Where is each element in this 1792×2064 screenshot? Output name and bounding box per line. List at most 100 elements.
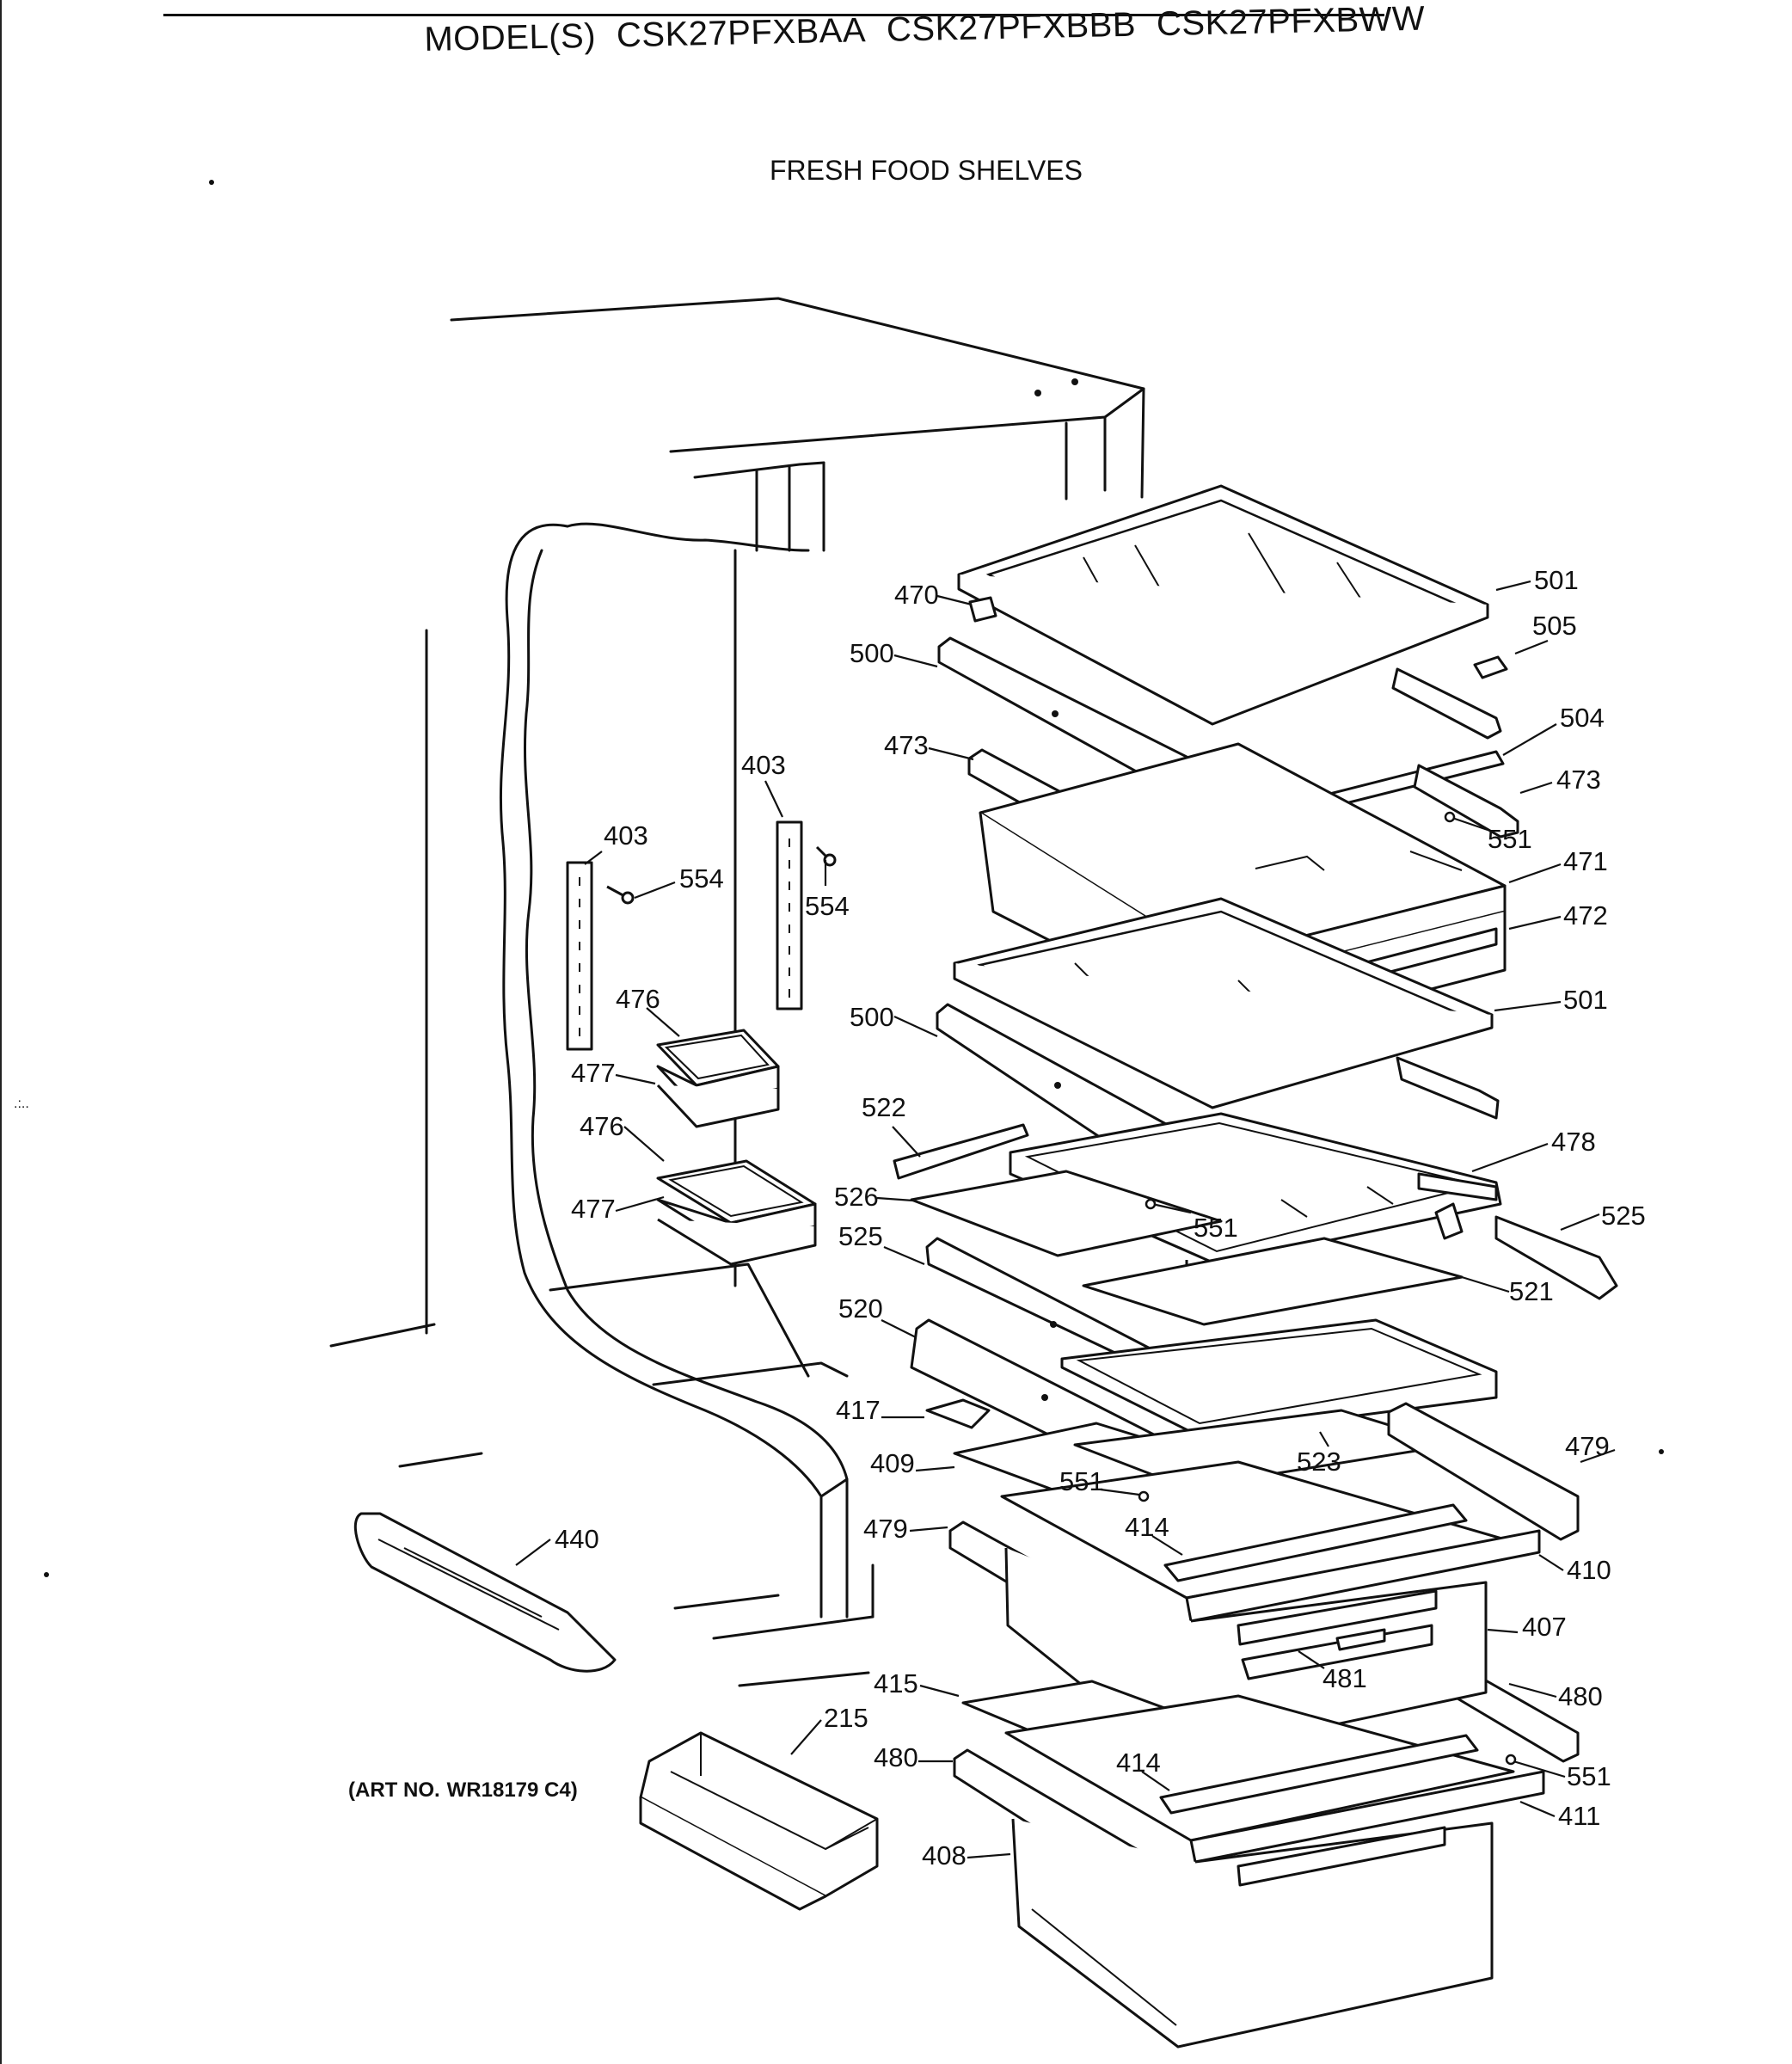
callout-label: 471 [1563,846,1608,876]
callout-label: 551 [1488,824,1532,854]
callout: 551 [1505,1754,1611,1791]
callout-label: 522 [862,1092,906,1122]
callout: 501 [1494,985,1608,1015]
scan-specks: .:.. [14,180,1664,1577]
callout-label: 473 [1556,765,1601,795]
callout: 477 [571,1058,656,1088]
callout: 522 [862,1092,921,1158]
callout-label: 481 [1323,1663,1367,1693]
callout: 523 [1297,1431,1341,1477]
callout: 478 [1471,1127,1596,1173]
shelf-end-cap-505 [1473,655,1508,679]
callout-label: 408 [922,1840,967,1870]
callout-label: 476 [580,1111,624,1141]
callout-label: 554 [679,863,724,894]
callout-label: 417 [836,1395,881,1425]
snack-pan-lower [656,1159,817,1266]
callout-label: 479 [863,1514,908,1544]
callout-label: 410 [1567,1555,1611,1585]
callout-label: 525 [838,1221,883,1251]
glass-shelf-top [957,484,1489,726]
callout-label: 403 [741,750,786,780]
callout: 520 [838,1293,917,1338]
glass-panel-521 [1082,1237,1464,1326]
callout-label: 414 [1125,1512,1169,1542]
callout-label: 505 [1532,611,1577,641]
callout-label: 551 [1194,1213,1238,1243]
callout-label: 215 [824,1703,868,1733]
callout: 473 [1519,765,1601,795]
section-title: FRESH FOOD SHELVES [770,155,1083,186]
shelf-ladder-left [566,861,593,1051]
callout-label: 500 [850,638,894,668]
humidity-control-481 [1335,1628,1386,1651]
callout-label: 407 [1522,1612,1567,1642]
callout-label: 409 [870,1448,915,1478]
callout: 440 [515,1524,599,1566]
callout: 554 [634,863,724,900]
callout: 403 [584,820,648,865]
callout: 411 [1519,1800,1600,1831]
shelf-bracket-470 [968,596,997,623]
callout: 551 [1444,811,1532,854]
callout: 521 [1461,1275,1554,1306]
glass-shelf-middle [953,897,1494,1109]
callout-label: 551 [1567,1761,1611,1791]
callout-label: 480 [1558,1681,1603,1711]
callout: 473 [884,730,974,761]
door-bin-440 [353,1512,617,1673]
callout: 472 [1508,900,1608,931]
callout: 526 [834,1182,914,1212]
callout-label: 551 [1059,1466,1104,1496]
callout-label: 476 [616,984,660,1014]
callout: 476 [616,984,680,1037]
callout-label: 520 [838,1293,883,1324]
callout: 414 [1125,1512,1183,1556]
callout: 525 [838,1221,925,1266]
callout: 481 [1298,1650,1367,1693]
page-left-border [0,0,2,2064]
callout-label: 526 [834,1182,879,1212]
callout: 407 [1487,1612,1567,1642]
callout: 417 [836,1395,924,1425]
callout: 477 [571,1194,665,1224]
callout: 500 [850,638,938,668]
callout-label: 501 [1563,985,1608,1015]
shelf-rail-473-right [1413,764,1519,838]
callout: 551 [1145,1198,1238,1243]
drawer-slide-479-right [1387,1402,1580,1541]
callout-label: 403 [604,820,648,851]
callout-label: 554 [805,891,850,921]
callout: 470 [894,580,973,610]
callout: 480 [874,1742,953,1772]
callout-label: 521 [1509,1276,1554,1306]
callout-label: 477 [571,1194,616,1224]
callout: 408 [922,1840,1011,1870]
callout-label: 478 [1551,1127,1596,1157]
callout: 409 [870,1448,955,1478]
callout-label: 470 [894,580,939,610]
header-rule [163,14,1384,16]
art-number-code: WR18179 C4) [446,1778,578,1802]
callout: 525 [1560,1201,1646,1232]
callout-label: 477 [571,1058,616,1088]
snack-pan-upper [656,1029,780,1128]
callout-label: 525 [1601,1201,1646,1231]
callout-label: 500 [850,1002,894,1032]
callout-label: 480 [874,1742,918,1772]
art-number-prefix: (ART NO. [348,1778,440,1802]
door-bin-215 [639,1731,879,1911]
callout: 415 [874,1668,960,1698]
callout-label: 501 [1534,565,1579,595]
callout-label: 473 [884,730,929,760]
callout: 505 [1514,611,1577,655]
art-number: (ART NO.WR18179 C4) [348,1778,585,1803]
callout: 551 [1059,1466,1150,1502]
callout-label: 472 [1563,900,1608,931]
crisper-rail-522 [893,1123,1029,1180]
callout-label: 415 [874,1668,918,1698]
callout: 403 [741,750,786,818]
shelf-rail-right [1391,667,1502,740]
callout: 504 [1502,703,1605,756]
